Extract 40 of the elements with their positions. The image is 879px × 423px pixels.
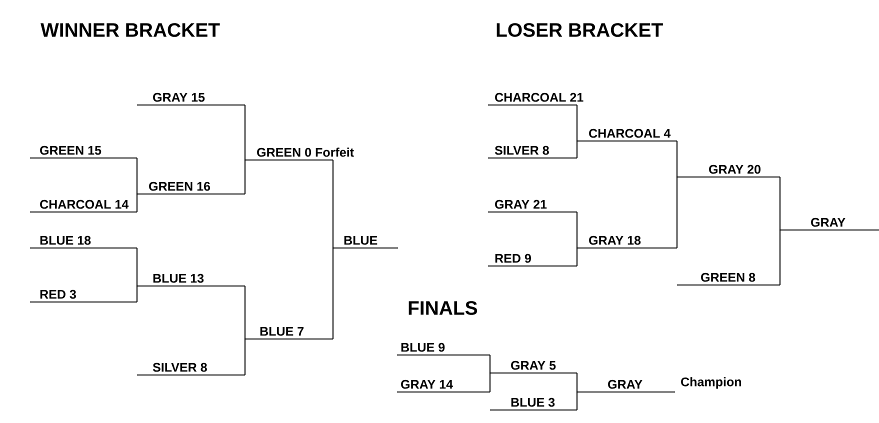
bracket-heading: WINNER BRACKET <box>40 23 220 37</box>
bracket-line <box>576 247 588 266</box>
team-slot: GRAY 15 <box>137 92 245 106</box>
team-slot: SILVER 8 <box>488 146 577 159</box>
team-slot: GREEN 15 <box>30 146 137 159</box>
team-slot: BLUE 13 <box>137 274 245 287</box>
bracket-line <box>332 247 343 339</box>
team-slot: CHARCOAL 21 <box>488 92 584 106</box>
bracket-line <box>576 140 588 158</box>
team-slot: GREEN 8 <box>677 272 780 286</box>
team-slot: CHARCOAL 14 <box>30 200 137 213</box>
champion-label: Champion <box>681 377 742 389</box>
team-slot: SILVER 8 <box>137 362 245 376</box>
team-slot: GREEN 16 <box>137 182 245 195</box>
bracket-line <box>244 338 259 375</box>
team-slot: BLUE 3 <box>490 398 577 411</box>
team-slot: GRAY 14 <box>397 380 490 393</box>
bracket-heading: LOSER BRACKET <box>496 23 663 37</box>
bracket-line <box>136 285 152 302</box>
team-slot: RED 9 <box>488 254 577 267</box>
team-slot: BLUE 7 <box>245 327 333 340</box>
team-slot: BLUE <box>333 236 398 249</box>
team-slot: RED 3 <box>30 290 137 303</box>
team-slot: GRAY 21 <box>488 200 577 213</box>
bracket-line <box>244 159 256 194</box>
team-slot: GRAY 20 <box>677 164 780 178</box>
team-slot: GRAY 5 <box>490 360 577 374</box>
bracket-heading: FINALS <box>408 301 478 315</box>
team-slot: BLUE 9 <box>397 342 490 356</box>
team-slot: CHARCOAL 4 <box>577 128 677 142</box>
bracket-line <box>676 176 708 248</box>
team-slot: BLUE 18 <box>30 236 137 249</box>
team-slot: GRAY <box>577 380 675 393</box>
bracket-line <box>576 391 607 410</box>
team-slot: GRAY 18 <box>577 236 677 249</box>
bracket-line <box>779 229 810 285</box>
bracket-line <box>136 193 148 212</box>
team-slot: GRAY <box>780 218 879 231</box>
bracket-line <box>489 372 510 392</box>
team-slot: GREEN 0 Forfeit <box>245 148 354 161</box>
